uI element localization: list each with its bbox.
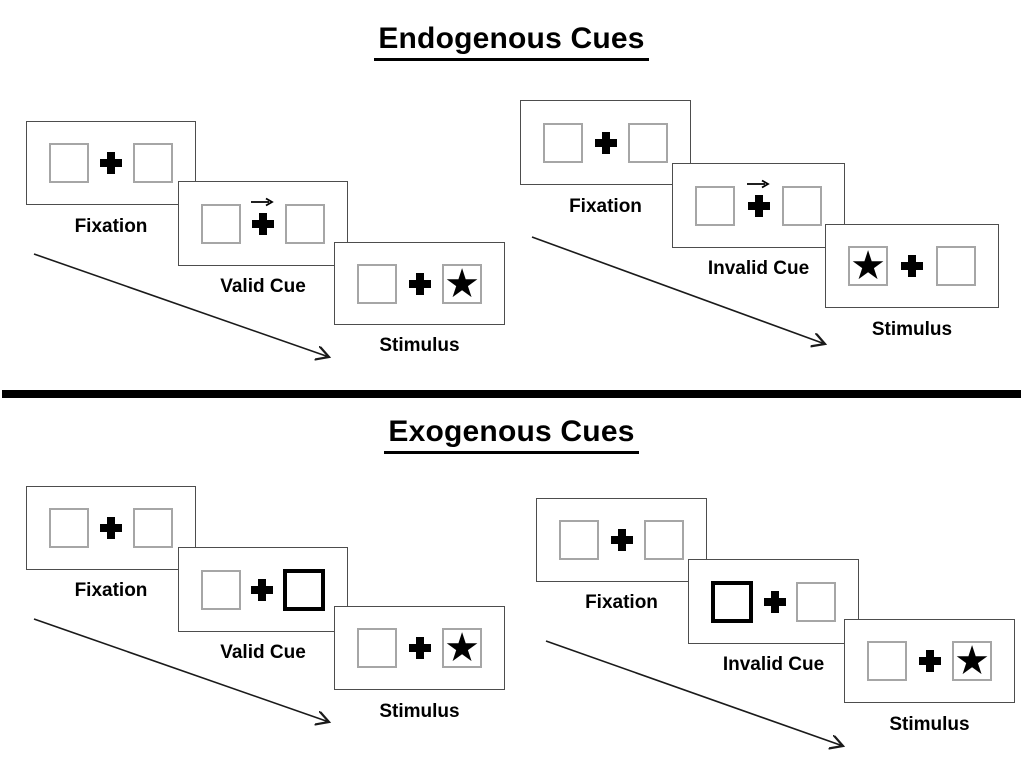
panel-label: Fixation — [585, 592, 658, 613]
panel-label: Valid Cue — [220, 642, 306, 663]
left-box — [201, 569, 241, 610]
right-box — [936, 246, 976, 286]
right-box — [133, 508, 173, 548]
right-box — [628, 122, 668, 163]
left-box — [357, 628, 397, 668]
left-box — [49, 143, 89, 183]
section-title-endogenous: Endogenous Cues — [0, 22, 1023, 61]
panel-label: Stimulus — [379, 335, 460, 356]
fixation-cross-icon — [610, 528, 634, 552]
panel-endogenous-invalid-fixation — [520, 100, 691, 185]
panel-label: Fixation — [74, 580, 148, 601]
target-box: ★ — [848, 246, 888, 286]
target-box: ★ — [442, 260, 482, 307]
star-icon: ★ — [850, 243, 886, 289]
right-box — [133, 143, 173, 183]
panel-endogenous-valid-stimulus: ★ — [334, 242, 505, 325]
timeline-arrow-icon — [545, 640, 853, 754]
left-box — [49, 508, 89, 548]
panel-endogenous-valid-cue — [178, 181, 348, 266]
panel-endogenous-invalid-cue — [672, 163, 845, 248]
section-title-text: Exogenous Cues — [384, 415, 639, 454]
panel-endogenous-invalid-stimulus: ★ — [825, 224, 999, 308]
cue-box-highlighted — [283, 568, 325, 611]
panel-exogenous-valid-fixation — [26, 486, 196, 570]
panel-endogenous-valid-fixation — [26, 121, 196, 205]
panel-label: Invalid Cue — [707, 258, 810, 279]
fixation-cross-icon — [594, 131, 618, 155]
section-divider — [2, 390, 1021, 398]
target-box: ★ — [952, 641, 992, 681]
section-title-text: Endogenous Cues — [374, 22, 649, 61]
star-icon: ★ — [954, 638, 990, 684]
left-box — [559, 520, 599, 560]
panel-label: Fixation — [74, 216, 148, 237]
cue-box-highlighted — [711, 580, 753, 623]
star-icon: ★ — [444, 260, 480, 307]
left-box — [201, 203, 241, 244]
fixation-cross-icon — [408, 272, 432, 296]
fixation-cross-icon — [900, 254, 924, 278]
fixation-cross-icon — [251, 197, 275, 236]
panel-exogenous-invalid-stimulus: ★ — [844, 619, 1015, 703]
left-box — [695, 185, 735, 226]
panel-label: Valid Cue — [220, 276, 306, 297]
fixation-cross-icon — [250, 578, 274, 602]
panel-exogenous-invalid-cue — [688, 559, 859, 644]
panel-exogenous-valid-stimulus: ★ — [334, 606, 505, 690]
panel-label: Stimulus — [379, 701, 460, 722]
fixation-cross-icon — [408, 636, 432, 660]
right-box — [644, 520, 684, 560]
right-box — [285, 203, 325, 244]
right-box — [782, 185, 822, 226]
panel-label: Stimulus — [889, 714, 970, 735]
panel-label: Invalid Cue — [722, 654, 825, 675]
left-box — [357, 263, 397, 304]
fixation-cross-icon — [918, 649, 942, 673]
panel-exogenous-invalid-fixation — [536, 498, 707, 582]
right-arrow-icon — [251, 197, 274, 206]
right-box — [796, 581, 836, 622]
star-icon: ★ — [444, 625, 480, 671]
fixation-cross-icon — [99, 151, 123, 175]
timeline-arrow-icon — [33, 253, 337, 365]
timeline-arrow-icon — [33, 618, 337, 730]
fixation-cross-icon — [746, 179, 771, 218]
fixation-cross-icon — [763, 590, 787, 614]
left-box — [867, 641, 907, 681]
section-title-exogenous: Exogenous Cues — [0, 415, 1023, 454]
panel-label: Fixation — [569, 196, 642, 217]
target-box: ★ — [442, 628, 482, 668]
panel-label: Stimulus — [871, 319, 953, 340]
fixation-cross-icon — [99, 516, 123, 540]
right-arrow-icon — [746, 179, 770, 188]
left-box — [543, 122, 583, 163]
timeline-arrow-icon — [531, 236, 835, 352]
panel-exogenous-valid-cue — [178, 547, 348, 632]
